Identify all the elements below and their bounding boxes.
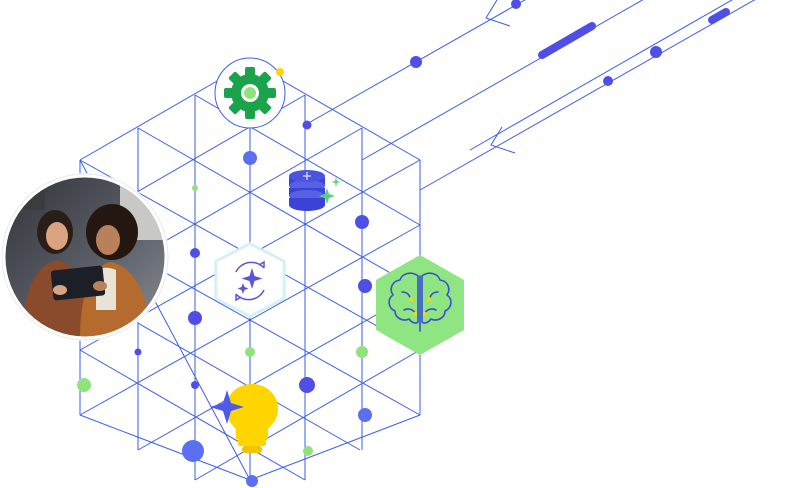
gear-accent-dot (276, 68, 284, 76)
grid-node (355, 215, 369, 229)
flow-streak (538, 22, 596, 59)
flow-streak (708, 8, 730, 24)
grid-nodes (77, 120, 372, 487)
grid-node (299, 377, 315, 393)
ai-refresh-icon (214, 242, 286, 318)
flow-node (410, 56, 422, 68)
flow-arrow (490, 126, 516, 154)
flow-node (511, 0, 521, 9)
grid-node (358, 408, 372, 422)
grid-node (191, 381, 199, 389)
database-ai-icon (289, 170, 341, 211)
brain-icon (376, 255, 464, 355)
grid-node (302, 120, 312, 130)
grid-node (190, 248, 200, 258)
lightbulb-idea-icon (210, 384, 278, 453)
grid-node-accent (192, 185, 198, 191)
grid-node-accent (245, 347, 255, 357)
flow-node (603, 76, 613, 86)
flow-arrow (485, 0, 511, 27)
gear-icon (214, 57, 286, 129)
grid-node-accent (77, 378, 91, 392)
grid-node (134, 348, 142, 356)
people-with-tablet-photo (1, 173, 169, 341)
grid-node (246, 475, 258, 487)
grid-node (243, 151, 257, 165)
grid-node (188, 311, 202, 325)
grid-node-accent (303, 446, 313, 456)
grid-node (358, 279, 372, 293)
flow-node (650, 46, 662, 58)
grid-node-accent (356, 346, 368, 358)
flow-lines (304, 0, 756, 191)
grid-node (182, 440, 204, 462)
